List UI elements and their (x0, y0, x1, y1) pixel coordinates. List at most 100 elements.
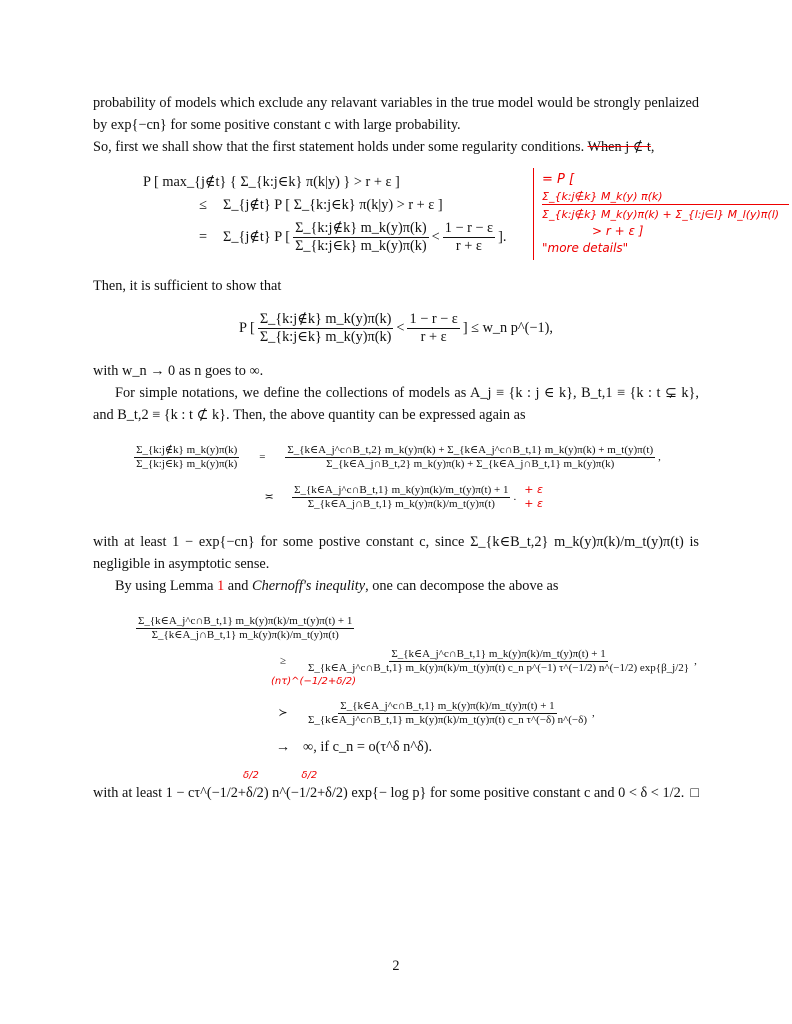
handwritten-note-more-details: "more details" (542, 241, 629, 255)
text: and B_t,2 ≡ {k : t ⊄ k}. Then, the above… (93, 407, 526, 423)
denominator: Σ_{k∈A_j^c∩B_t,1} m_k(y)π(k)/m_t(y)π(t) … (308, 662, 690, 674)
numerator: Σ_{k∈A_j^c∩B_t,1} m_k(y)π(k)/m_t(y)π(t) … (136, 615, 355, 629)
handwritten-inequality: > r + ε ] (592, 224, 644, 238)
eq-text: < (396, 320, 405, 336)
denominator: r + ε (420, 329, 447, 345)
paragraph: For simple notations, we define the coll… (93, 382, 699, 426)
text: with at least 1 − exp{−cn} for some post… (93, 534, 699, 572)
eq-text: , (694, 655, 697, 667)
equation-5: ≍ Σ_{k∈A_j^c∩B_t,1} m_k(y)π(k)/m_t(y)π(t… (93, 483, 699, 511)
handwritten-ntau-note: (nτ)^(−1/2+δ/2) (271, 676, 357, 687)
equation-7: ≻ Σ_{k∈A_j^c∩B_t,1} m_k(y)π(k)/m_t(y)π(t… (93, 700, 699, 727)
paragraph: Then, it is sufficient to show that (93, 278, 282, 294)
page-body: probability of models which exclude any … (93, 92, 789, 804)
text: By using Lemma (115, 578, 214, 594)
handwritten-delta-half: δ/2 (301, 770, 318, 781)
lemma-reference-link[interactable]: 1 (217, 578, 225, 594)
fraction: Σ_{k:j∉k} m_k(y)π(k)Σ_{k:j∈k} m_k(y)π(k) (134, 444, 240, 471)
numerator: Σ_{k∈A_j^c∩B_t,1} m_k(y)π(k)/m_t(y)π(t) … (389, 648, 608, 662)
handwritten-delta-half: δ/2 (243, 770, 259, 781)
struck-text: When j ∉ t (587, 139, 651, 155)
handwritten-epsilon-notes: + ε + ε (524, 483, 543, 511)
denominator: Σ_{k∈A_j^c∩B_t,1} m_k(y)π(k)/m_t(y)π(t) … (308, 714, 587, 726)
equation-block-with-annotation: P [ max_{j∉t} { Σ_{k:j∈k} π(k|y) } > r +… (93, 168, 789, 261)
eq-text: ∞, if c_n = o(τ^δ n^δ). (303, 739, 433, 755)
eq-relation: ≻ (278, 707, 288, 719)
equation-6-lhs: Σ_{k∈A_j^c∩B_t,1} m_k(y)π(k)/m_t(y)π(t) … (93, 615, 699, 642)
equation-4: Σ_{k:j∉k} m_k(y)π(k)Σ_{k:j∈k} m_k(y)π(k)… (93, 444, 699, 471)
eq-rhs: Σ_{j∉t} P [ Σ_{k:j∈k} π(k|y) > r + ε ] (223, 197, 443, 213)
eq-text: . (513, 490, 517, 503)
numerator: Σ_{k∈A_j^c∩B_t,1} m_k(y)π(k)/m_t(y)π(t) … (292, 483, 511, 498)
denominator: Σ_{k∈A_j∩B_t,2} m_k(y)π(k) + Σ_{k∈A_j∩B_… (326, 458, 615, 470)
eq-relation: ≍ (264, 490, 274, 503)
text: asymptotic sense. (168, 556, 270, 572)
handwritten-plus-epsilon: + ε (524, 497, 543, 510)
eq-text: ]. (498, 229, 507, 245)
fraction: Σ_{k∈A_j^c∩B_t,1} m_k(y)π(k)/m_t(y)π(t) … (306, 648, 691, 675)
numerator: 1 − r − ε (407, 311, 460, 329)
text: penlaized by exp{−cn} for some positive … (93, 95, 700, 133)
denominator: Σ_{k∈A_j∩B_t,1} m_k(y)π(k)/m_t(y)π(t) (151, 629, 339, 641)
equation-1-rhs: ≤ Σ_{j∉t} P [ Σ_{k:j∈k} π(k|y) > r + ε ] (93, 197, 533, 214)
text: , one can decompose the above as (365, 578, 559, 594)
numerator: Σ_{k:j∉k} m_k(y)π(k) (257, 311, 394, 329)
denominator: Σ_{k:j∈k} m_k(y)π(k) (136, 458, 238, 470)
eq-relation: ≥ (279, 655, 287, 667)
text: and (227, 578, 249, 594)
fraction: Σ_{k∈A_j^c∩B_t,1} m_k(y)π(k)/m_t(y)π(t) … (136, 615, 355, 642)
equation-2: = Σ_{j∉t} P [ Σ_{k:j∉k} m_k(y)π(k)Σ_{k:j… (93, 220, 533, 255)
page-number: 2 (392, 958, 400, 974)
handwritten-annotation: = P [ Σ_{k:j∉k} M_k(y) π(k) Σ_{k:j∉k} M_… (533, 168, 789, 260)
handwritten-delta-notes: δ/2 δ/2 (93, 770, 699, 782)
eq-text: < (431, 229, 440, 245)
equation-3: P [ Σ_{k:j∉k} m_k(y)π(k)Σ_{k:j∈k} m_k(y)… (93, 311, 699, 346)
denominator: r + ε (455, 238, 482, 254)
paragraph: probability of models which exclude any … (93, 92, 699, 136)
eq-text: , (591, 707, 595, 719)
equation-6-rhs: ≥ Σ_{k∈A_j^c∩B_t,1} m_k(y)π(k)/m_t(y)π(t… (93, 648, 699, 688)
eq-text: Σ_{j∉t} P [ (223, 229, 291, 245)
numerator: Σ_{k:j∉k} m_k(y)π(k) (293, 220, 429, 238)
denominator: Σ_{k:j∈k} m_k(y)π(k) (295, 238, 427, 254)
numerator: 1 − r − ε (442, 220, 496, 238)
fraction: Σ_{k:j∉k} m_k(y)π(k)Σ_{k:j∈k} m_k(y)π(k) (293, 220, 429, 255)
numerator: Σ_{k:j∉k} m_k(y)π(k) (134, 444, 240, 458)
handwritten-denominator: Σ_{k:j∉k} M_k(y)π(k) + Σ_{l:j∈l} M_l(y)π… (542, 208, 780, 221)
handwritten-plus-epsilon: + ε (524, 483, 543, 496)
paragraph: with at least 1 − cτ^(−1/2+δ/2) n^(−1/2+… (93, 782, 699, 804)
equation-8: → ∞, if c_n = o(τ^δ n^δ). (93, 739, 699, 756)
fraction: Σ_{k:j∉k} m_k(y)π(k)Σ_{k:j∈k} m_k(y)π(k) (257, 311, 394, 346)
text: For simple notations, we define the coll… (115, 385, 699, 401)
eq-relation: ≤ (199, 197, 207, 213)
eq-relation: → (275, 739, 291, 755)
paragraph: with at least 1 − exp{−cn} for some post… (93, 531, 699, 575)
eq-relation: = (198, 229, 208, 245)
text: So, first we shall show that the first s… (93, 139, 585, 155)
denominator: Σ_{k∈A_j∩B_t,1} m_k(y)π(k)/m_t(y)π(t) (307, 497, 495, 510)
fraction: Σ_{k∈A_j^c∩B_t,2} m_k(y)π(k) + Σ_{k∈A_j^… (285, 444, 656, 471)
paragraph: By using Lemma 1 and Chernoff's inequlit… (93, 575, 699, 597)
paragraph: with w_n → 0 as n goes to ∞. (93, 363, 264, 379)
eq-text: P [ (239, 320, 255, 336)
equation-column: P [ max_{j∉t} { Σ_{k:j∈k} π(k|y) } > r +… (93, 168, 533, 261)
paragraph: So, first we shall show that the first s… (93, 136, 699, 158)
equation-1-lhs: P [ max_{j∉t} { Σ_{k:j∈k} π(k|y) } > r +… (93, 174, 533, 191)
emphasis-text: Chernoff's inequlity (252, 578, 366, 594)
eq-text: , (658, 451, 661, 463)
text: probability of models which exclude any … (93, 95, 641, 111)
eq-lhs: P [ max_{j∉t} { Σ_{k:j∈k} π(k|y) } > r +… (143, 174, 400, 190)
eq-text: ] ≤ w_n p^(−1), (462, 320, 553, 336)
denominator: Σ_{k:j∈k} m_k(y)π(k) (259, 329, 392, 345)
eq-relation: = (259, 451, 266, 463)
qed-symbol: □ (690, 785, 699, 801)
fraction: Σ_{k∈A_j^c∩B_t,1} m_k(y)π(k)/m_t(y)π(t) … (306, 700, 589, 727)
fraction: Σ_{k∈A_j^c∩B_t,1} m_k(y)π(k)/m_t(y)π(t) … (292, 483, 511, 511)
handwritten-numerator: Σ_{k:j∉k} M_k(y) π(k) (542, 189, 789, 205)
numerator: Σ_{k∈A_j^c∩B_t,2} m_k(y)π(k) + Σ_{k∈A_j^… (285, 444, 656, 458)
numerator: Σ_{k∈A_j^c∩B_t,1} m_k(y)π(k)/m_t(y)π(t) … (338, 700, 557, 714)
handwritten-equals: = P [ (542, 172, 575, 187)
text: with at least 1 − cτ^(−1/2+δ/2) n^(−1/2+… (93, 785, 685, 801)
